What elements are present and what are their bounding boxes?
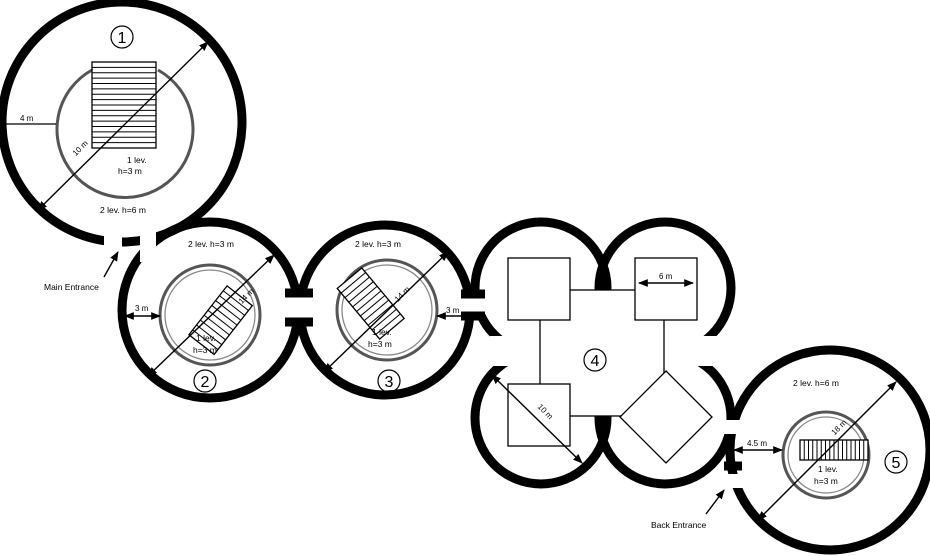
- room-3-top-level: 2 lev. h=3 m: [355, 239, 401, 249]
- room-4-square-top-right: [634, 257, 698, 321]
- room-5-diameter-label: 18 m: [830, 418, 849, 437]
- room-2-number-circle: [193, 369, 217, 393]
- room-2-gap-label: 3 m: [135, 304, 149, 313]
- room-4-number: 4: [591, 353, 600, 370]
- main-entrance-arrow: [103, 251, 119, 278]
- room-4-square-label: 6 m: [659, 272, 673, 281]
- room-5-inner-level: 1 lev.: [818, 464, 838, 474]
- room-4-square-bottom-left: [507, 383, 571, 447]
- room-2-inner-level: 1 lev.: [196, 333, 216, 343]
- room-1-staircase: [91, 61, 157, 149]
- room-4-diamond: [619, 370, 713, 464]
- room-5-diameter-line: [757, 381, 897, 521]
- main-entrance-label: Main Entrance: [44, 282, 99, 292]
- room-2-diameter-line: [147, 254, 275, 377]
- room-1-number: 1: [118, 30, 127, 47]
- room-5: 2 lev. h=6 m 4.5 m 18 m 1 lev. h=3 m 5: [733, 378, 908, 521]
- room-4-square-top-left: [507, 257, 571, 321]
- room-3-diameter-line: [323, 251, 449, 373]
- room-5-number-circle: [884, 450, 908, 474]
- room-4-number-circle: [583, 348, 607, 372]
- room-5-number: 5: [892, 455, 901, 472]
- room-5-inner-height: h=3 m: [814, 476, 838, 486]
- room-4-diagonal-line: [491, 374, 583, 464]
- room-3-inner-level: 1 lev.: [372, 327, 392, 337]
- room-3-gap-label: 3 m: [446, 306, 460, 315]
- room-5-top-level: 2 lev. h=6 m: [793, 378, 839, 388]
- room-1-inner-height: h=3 m: [118, 166, 142, 176]
- room-3: 2 lev. h=3 m 3 m 14 m 1 lev. h=3 m 3: [323, 239, 471, 393]
- entrances: Main Entrance Back Entrance: [44, 251, 725, 530]
- room-2-number: 2: [201, 374, 210, 391]
- room-2: 2 lev. h=3 m 3 m 14 m 1 lev. h=3 m 2: [124, 239, 275, 393]
- back-entrance-arrow: [705, 489, 725, 515]
- room-1: 1 4 m 10 m 1 lev. h=3 m 2 lev. h=6 m: [2, 25, 209, 215]
- room-3-number: 3: [385, 374, 394, 391]
- room-1-number-circle: [110, 25, 134, 49]
- room-3-number-circle: [377, 369, 401, 393]
- room-1-radius-label: 4 m: [20, 114, 34, 123]
- room-1-diameter-line: [37, 41, 209, 211]
- room-1-outer-level: 2 lev. h=6 m: [100, 205, 146, 215]
- room-1-diameter-label: 10 m: [71, 138, 90, 157]
- room-5-staircase: [799, 439, 869, 461]
- room-3-diameter-label: 14 m: [393, 284, 412, 303]
- back-entrance-label: Back Entrance: [651, 520, 707, 530]
- room-5-gap-label: 4.5 m: [747, 439, 767, 448]
- room-3-inner-height: h=3 m: [368, 339, 392, 349]
- room-4: 6 m 10 m 4: [491, 257, 713, 464]
- room-1-inner-level: 1 lev.: [127, 155, 147, 165]
- room-2-inner-height: h=3 m: [193, 345, 217, 355]
- room-2-top-level: 2 lev. h=3 m: [188, 239, 234, 249]
